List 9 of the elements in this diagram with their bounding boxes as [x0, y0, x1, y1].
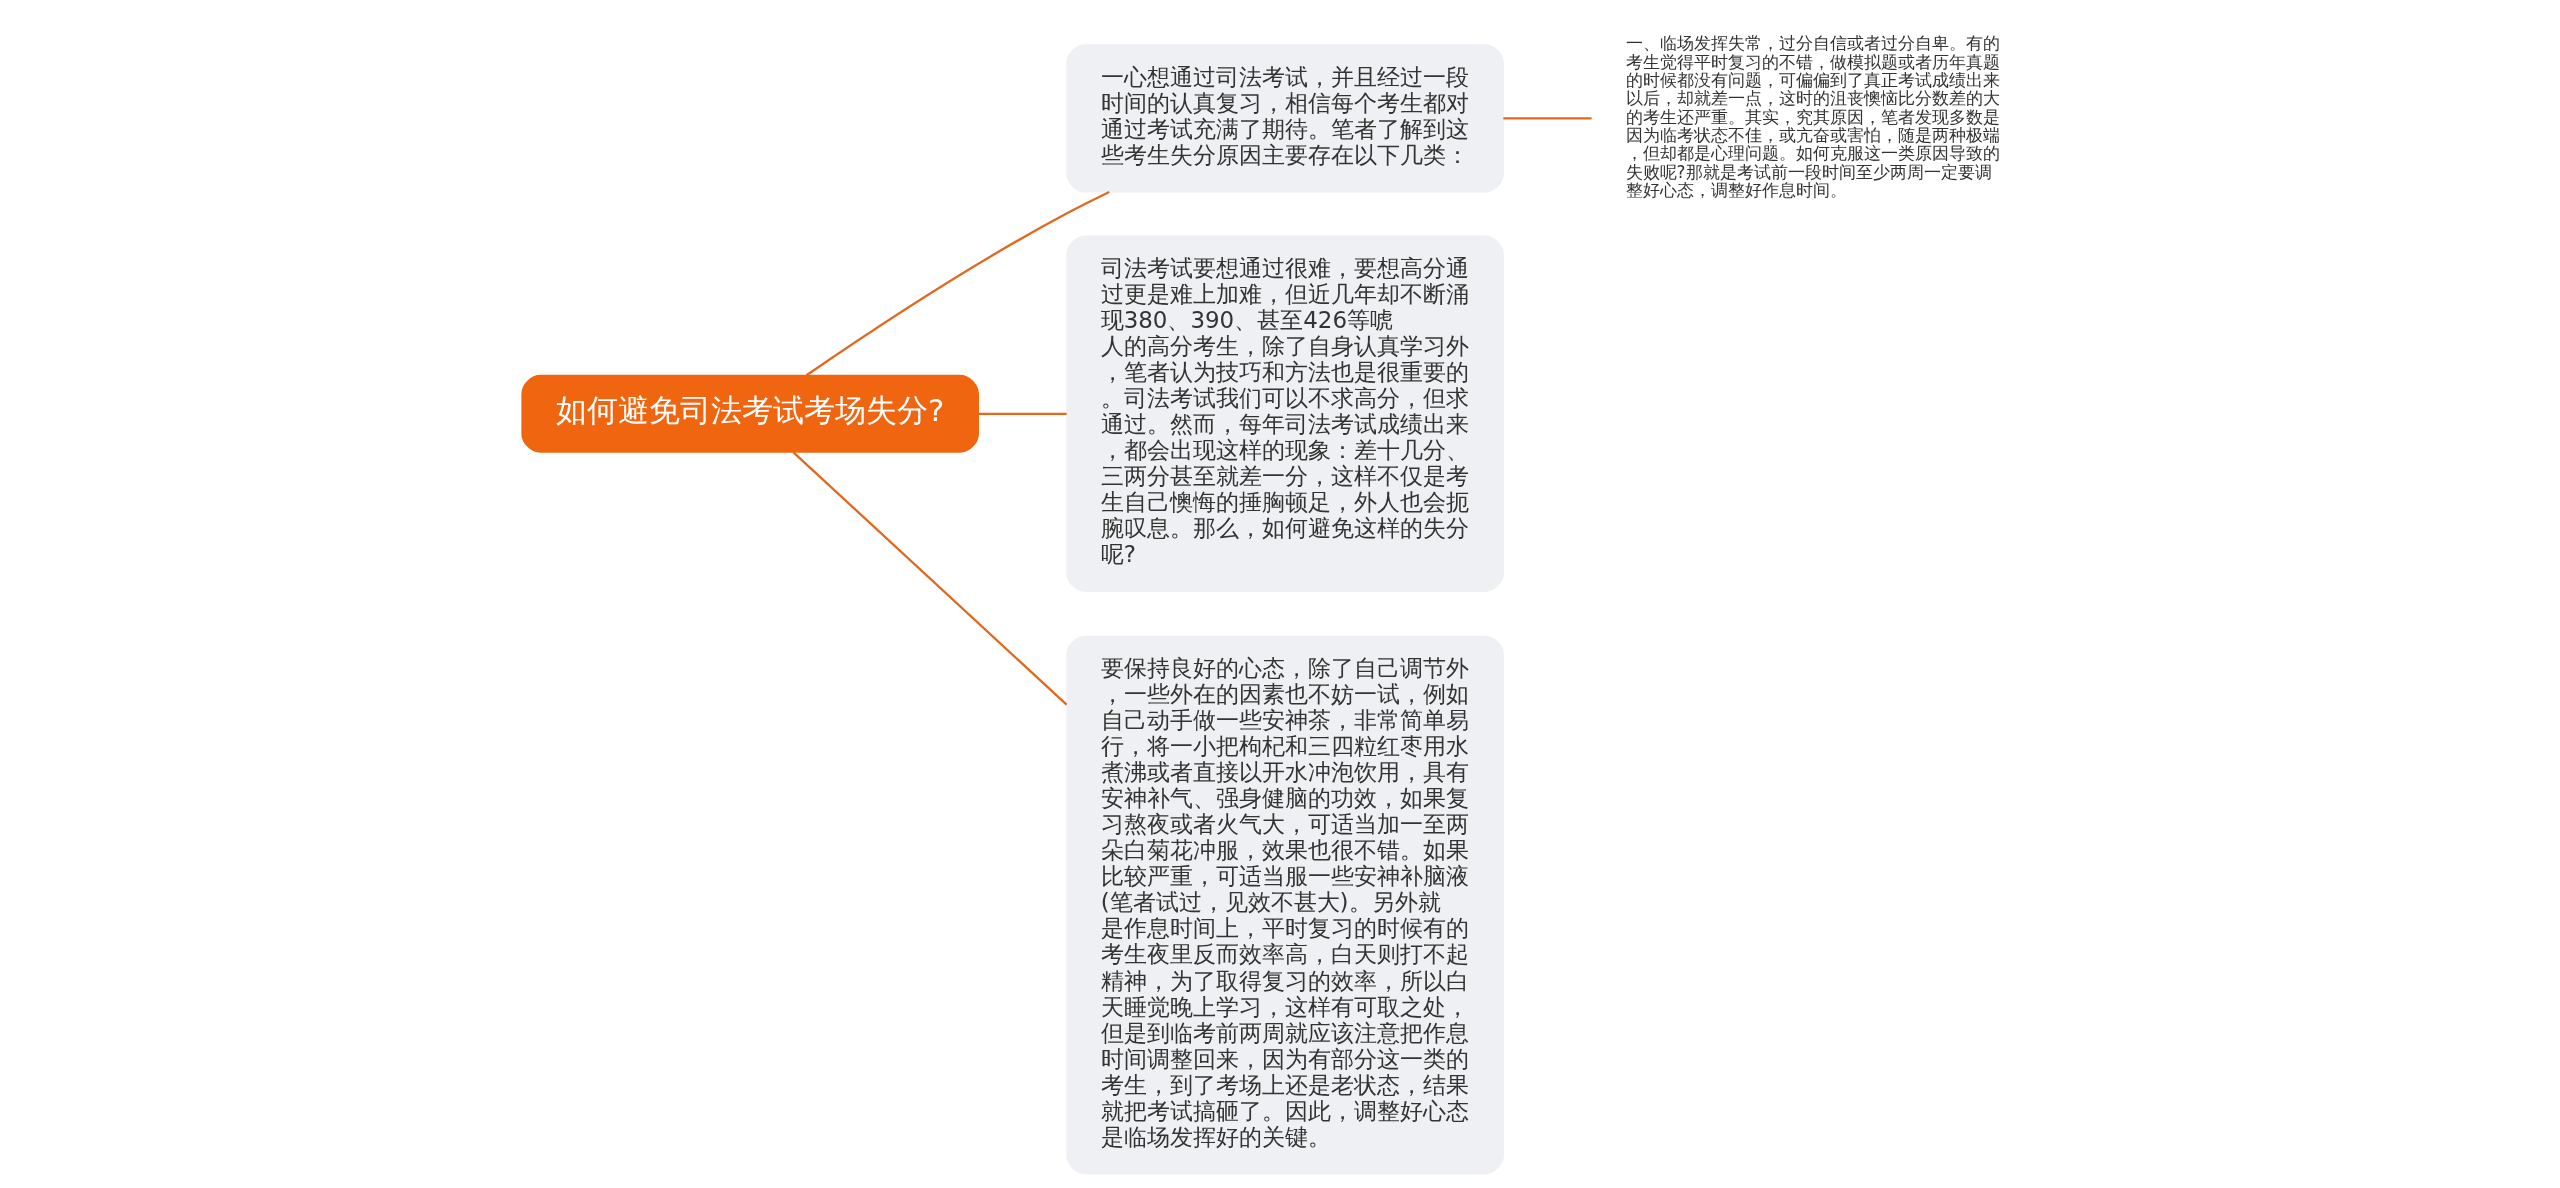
node-text: 一、临场发挥失常，过分自信或者过分自卑。有的考生觉得平时复习的不错，做模拟题或者历年真题的时候都没有问题，可偏偏到了真正考试成绩出来以后，却就差一点，这时的沮丧懊恼比分数差的大的考生还严重。其实，究其原因，笔者发现多数是因为临考状态不佳，或亢奋或害怕，随是两种极端，但却都是心理问题。如何克服这一类原因导致的失败呢?那就是考试前一段时间至少两周一定要调整好心态，调整好作息时间。 [1625, 33, 2000, 201]
node-box: 一心想通过司法考试，并且经过一段时间的认真复习，相信每个考生都对通过考试充满了期待。笔者了解到这些考生失分原因主要存在以下几类： [1065, 44, 1504, 193]
connector [977, 412, 1067, 415]
connector [1502, 117, 1592, 120]
connector [792, 451, 1067, 706]
node-box: 如何避免司法考试考场失分? [520, 374, 979, 453]
node-box: 司法考试要想通过很难，要想高分通过更是难上加难，但近几年却不断涌现380、390、甚至426等唬人的高分考生，除了自身认真学习外，笔者认为技巧和方法也是很重要的。司法考试我们可以不求高分，但求通过。然而，每年司法考试成绩出来，都会出现这样的现象：差十几分、三两分甚至就差一分，这样不仅是考生自己懊悔的捶胸顿足，外人也会扼腕叹息。那么，如何避免这样的失分呢? [1065, 235, 1504, 593]
connector [805, 190, 1110, 377]
node-box: 要保持良好的心态，除了自己调节外，一些外在的因素也不妨一试，例如自己动手做一些安神茶，非常简单易行，将一小把枸杞和三四粒红枣用水煮沸或者直接以开水冲泡饮用，具有安神补气、强身健脑的功效，如果复习熬夜或者火气大，可适当加一至两朵白菊花冲服，效果也很不错。如果比较严重，可适当服一些安神补脑液(笔者试过，见效不甚大)。另外就是作息时间上，平时复习的时候有的考生夜里反而效率高，白天则打不起精神，为了取得复习的效率，所以白天睡觉晚上学习，这样有可取之处，但是到临考前两周就应该注意把作息时间调整回来，因为有部分这一类的考生，到了考场上还是老状态，结果就把考试搞砸了。因此，调整好心态是临场发挥好的关键。 [1065, 635, 1504, 1175]
